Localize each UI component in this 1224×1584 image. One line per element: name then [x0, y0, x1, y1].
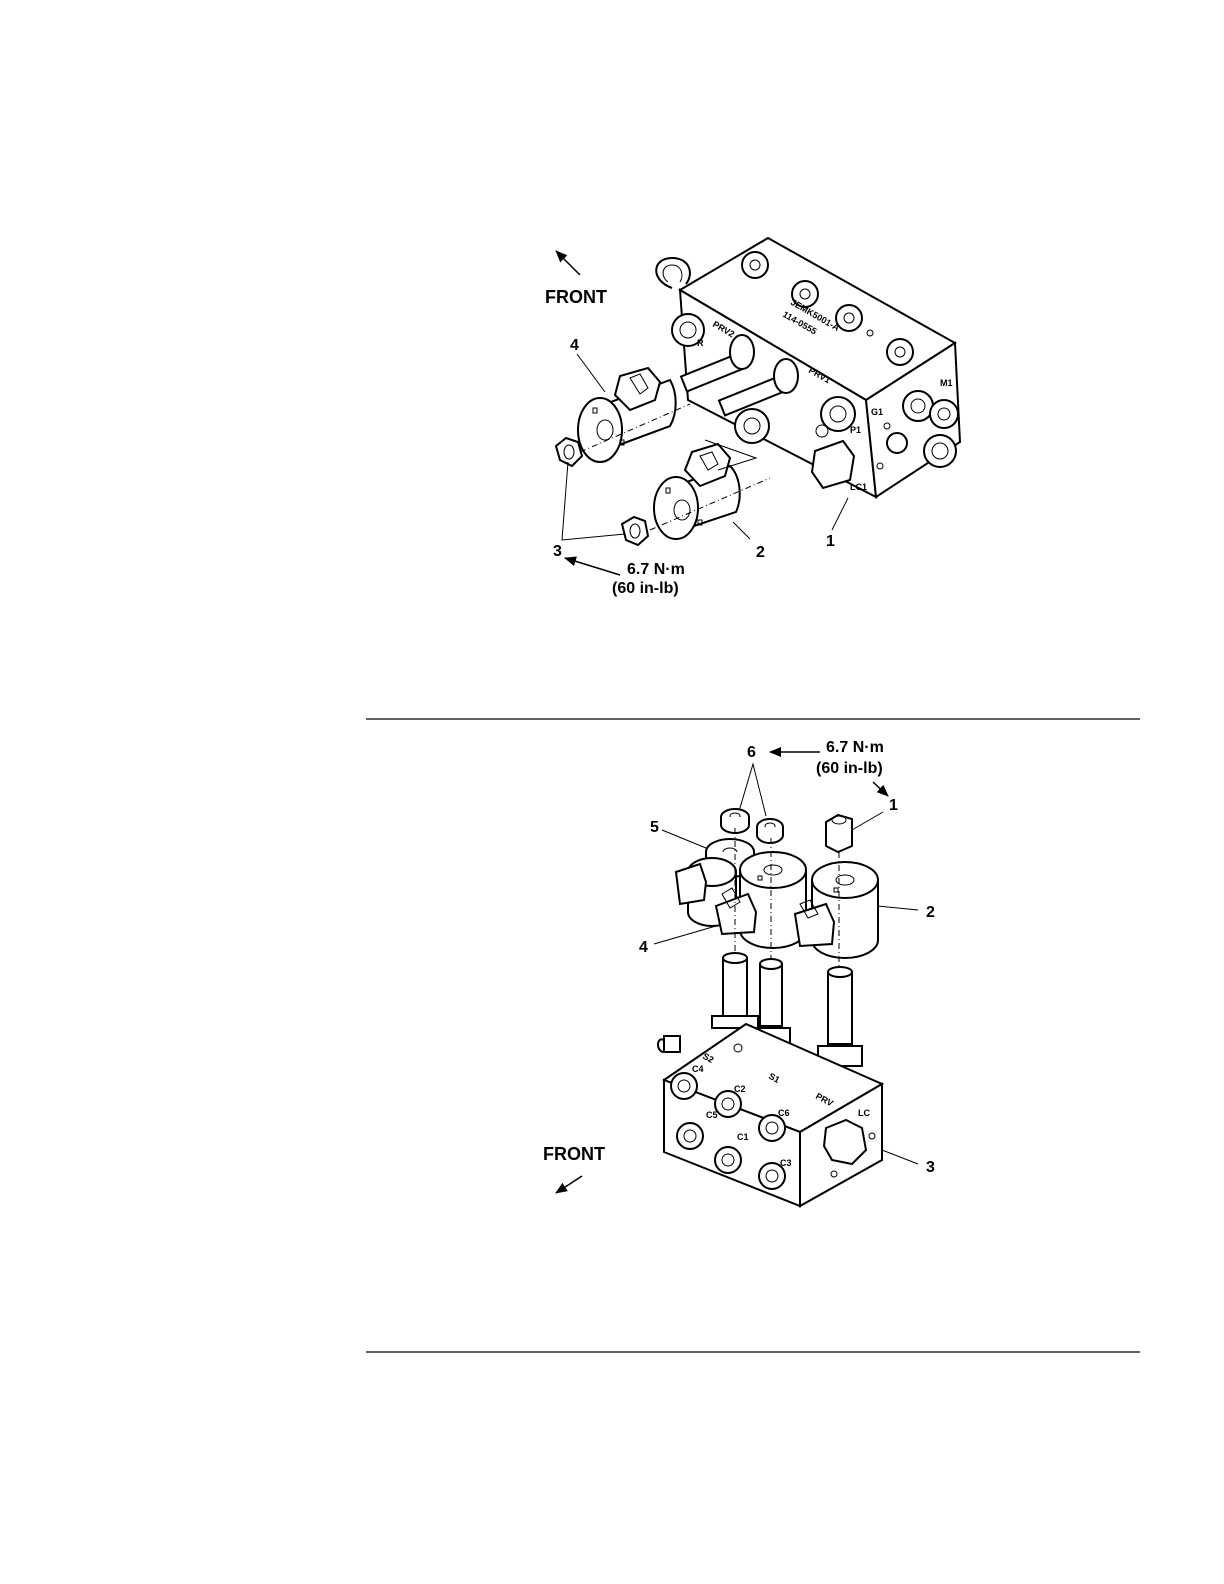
callout-1-top: 1: [826, 533, 835, 550]
callout-2-bottom: 2: [926, 904, 935, 921]
front-arrow-bottom: [556, 1176, 582, 1193]
leader-2-bottom: [878, 906, 918, 910]
callout-1-bottom: 1: [889, 797, 898, 814]
leader-5-bottom: [662, 830, 706, 848]
callout-3-top: 3: [553, 543, 562, 560]
torque-value-top: 6.7 N·m: [627, 561, 685, 578]
port-label-c6: C6: [778, 1108, 790, 1118]
port-label-lc: LC: [858, 1108, 870, 1118]
port-label-g1: G1: [871, 407, 883, 417]
port-label-c2: C2: [734, 1084, 746, 1094]
port-label-p1: P1: [850, 425, 861, 435]
port-label-c1: C1: [737, 1132, 749, 1142]
leader-1-top: [832, 498, 848, 530]
front-label-top: FRONT: [545, 287, 607, 307]
port-label-m1: M1: [940, 378, 953, 388]
callout-4-top: 4: [570, 337, 579, 354]
solenoid-coil-lower: [654, 444, 740, 539]
torque-imperial-top: (60 in-lb): [612, 580, 679, 597]
front-label-bottom: FRONT: [543, 1144, 605, 1164]
port-label-c5: C5: [706, 1110, 718, 1120]
torque-arrow-top: [565, 558, 620, 575]
callout-6-bottom: 6: [747, 744, 756, 761]
port-label-c4: C4: [692, 1064, 704, 1074]
bottom-figure: 6 6.7 N·m (60 in-lb): [543, 739, 935, 1206]
front-arrow-top: [556, 251, 580, 275]
port-label-c3: C3: [780, 1158, 792, 1168]
solenoid-coil-upper: [578, 368, 676, 462]
top-figure: FRONT: [545, 238, 960, 597]
leader-3-top: [562, 462, 625, 540]
callout-3-bottom: 3: [926, 1159, 935, 1176]
leader-4-top: [577, 354, 605, 392]
leader-3-bottom: [882, 1150, 918, 1164]
callout-2-top: 2: [756, 544, 765, 561]
callout-5-bottom: 5: [650, 819, 659, 836]
solenoid-coil-front: [795, 862, 878, 958]
leader-2-top: [733, 522, 750, 539]
port-label-lc1: LC1: [850, 482, 867, 492]
callout-4-bottom: 4: [639, 939, 648, 956]
leader-1-bottom: [852, 812, 883, 830]
leader-4-bottom: [654, 926, 716, 944]
torque-imperial-bottom: (60 in-lb): [816, 760, 883, 777]
torque-arrow-bottom-2: [873, 782, 888, 796]
torque-value-bottom: 6.7 N·m: [826, 739, 884, 756]
port-label-r: R: [697, 338, 704, 348]
